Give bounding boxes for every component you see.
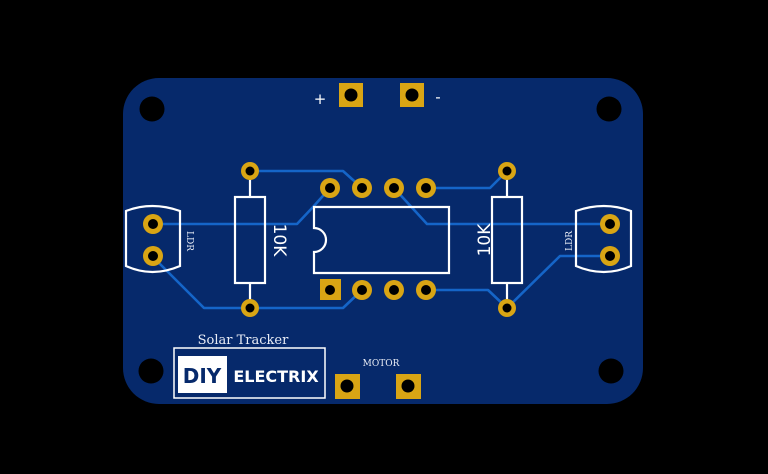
board-title: Solar Tracker [198,333,289,348]
logo-diy: DIY [183,364,222,388]
mounting-hole-bottom-right [598,358,624,384]
power-header: + - [314,83,441,108]
resistor-r1: 10K [233,162,289,317]
ldr-right: LDR [565,204,633,274]
logo: DIY ELECTRIX [173,347,326,399]
mounting-hole-top-left [139,96,165,122]
ldr-right-label: LDR [565,231,575,251]
mounting-hole-bottom-left [138,358,164,384]
pcb-board [123,78,643,404]
resistor-r1-value: 10K [269,224,289,258]
plus-label: + [314,90,327,108]
resistor-r2: 10K [475,162,524,317]
motor-header: MOTOR [335,359,421,399]
ldr-left-label: LDR [184,231,194,251]
ic-dip8 [312,178,451,300]
logo-electrix: ELECTRIX [233,367,319,386]
motor-label: MOTOR [363,359,400,369]
ldr-left: LDR [124,204,194,274]
resistor-r2-value: 10K [475,223,495,257]
minus-label: - [435,88,440,106]
mounting-hole-top-right [596,96,622,122]
